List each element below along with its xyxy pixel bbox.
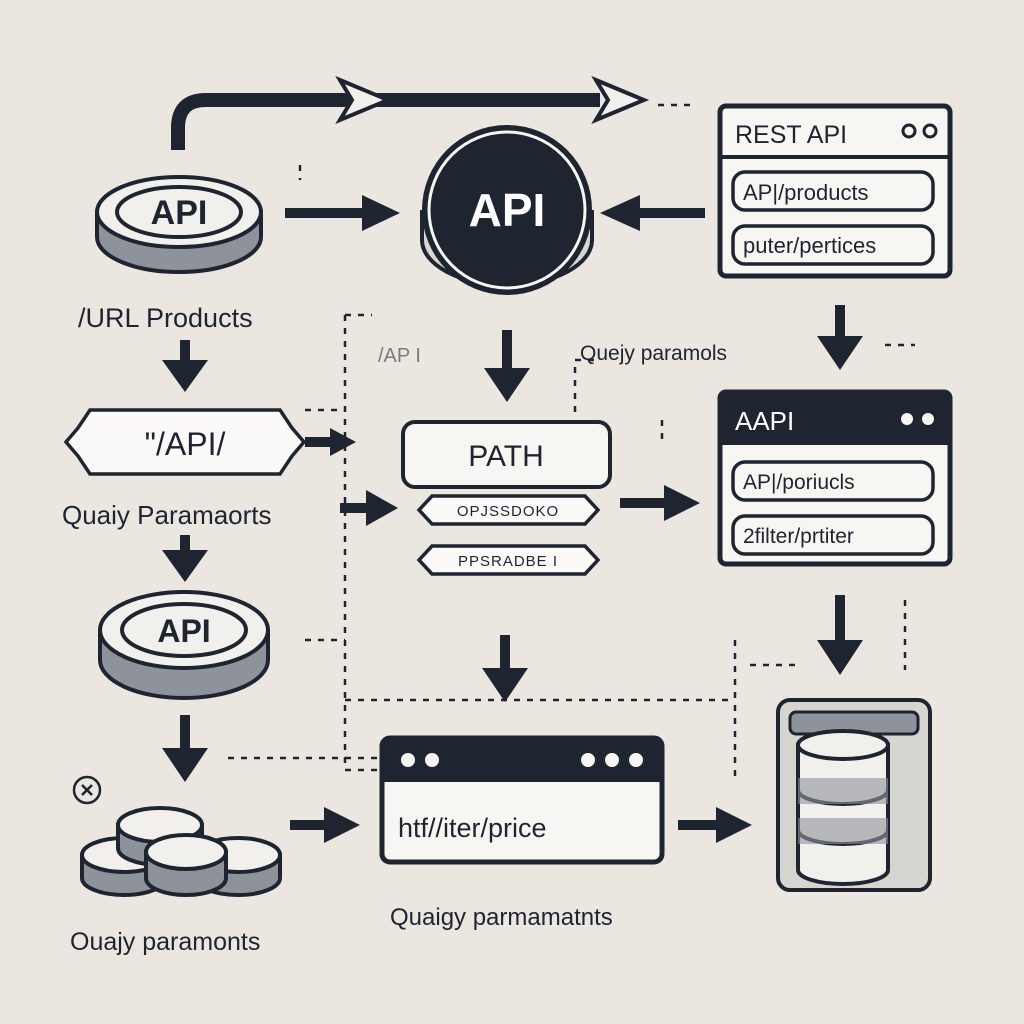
aapi-field-2: 2filter/prtiter (743, 525, 854, 548)
database-icon (776, 698, 932, 892)
rest-api-window: REST API AP|/products puter/pertices (717, 103, 953, 279)
path-sub-pill-2: PPSRADBE I (416, 544, 601, 576)
dashed-connectors (228, 103, 915, 780)
window-control-dot[interactable] (605, 753, 619, 767)
faded-api-label: /AP I (378, 345, 421, 367)
arrow-stack-to-browser (290, 807, 360, 843)
aapi-field-1: AP|/poriucls (743, 471, 855, 494)
path-sub-label-2: PPSRADBE I (458, 553, 558, 570)
api-coin-top: API (95, 175, 263, 274)
arrow-pill-right (305, 428, 356, 456)
browser-window: htf//iter/price (379, 735, 665, 865)
api-path-pill: "/API/ (63, 408, 307, 476)
arrow-api-to-path (484, 330, 530, 402)
api-coin-middle-label: API (157, 613, 210, 649)
arrow-url-down (162, 340, 208, 392)
arrow-browser-to-db (678, 807, 752, 843)
arrow-center-down (482, 635, 528, 702)
arrow-query-down (162, 535, 208, 582)
arrow-rest-to-api (600, 195, 705, 231)
top-curved-arrow (171, 75, 650, 150)
rest-field-1: AP|/products (743, 180, 869, 205)
coin-stack-icon (80, 806, 282, 897)
api-node: API (420, 125, 594, 295)
query-params-label-1: Quaiy Paramaorts (62, 500, 272, 530)
arrow-to-path-sub (340, 490, 398, 526)
window-control-dot[interactable] (629, 753, 643, 767)
window-control-dot[interactable] (425, 753, 439, 767)
aapi-window-title: AAPI (735, 406, 794, 436)
api-coin-middle: API (98, 590, 270, 700)
arrow-path-to-aapi (620, 485, 700, 521)
path-box-label: PATH (468, 440, 544, 473)
api-coin-label: API (151, 194, 208, 232)
browser-caption: Quaigy parmamatnts (390, 904, 613, 931)
rest-field-2: puter/pertices (743, 233, 876, 258)
path-sub-pill-1: OPJSSDOKO (416, 494, 601, 526)
path-sub-label-1: OPJSSDOKO (457, 503, 559, 520)
url-products-label: /URL Products (78, 303, 253, 333)
browser-url: htf//iter/price (398, 813, 547, 843)
path-box: PATH (401, 420, 612, 489)
window-control-dot[interactable] (401, 753, 415, 767)
arrow-coin-to-api (285, 195, 400, 231)
x-circle-icon[interactable] (72, 775, 102, 805)
rest-window-title: REST API (735, 121, 847, 149)
api-node-label: API (469, 184, 546, 236)
window-control-dot[interactable] (581, 753, 595, 767)
arrow-coin-down (162, 715, 208, 782)
aapi-window: AAPI AP|/poriucls 2filter/prtiter (717, 389, 953, 567)
api-path-pill-label: "/API/ (145, 426, 226, 462)
query-params-label-2: Ouajy paramonts (70, 928, 260, 956)
query-params-label-right: Quejy paramols (580, 342, 727, 365)
arrow-aapi-down (817, 595, 863, 675)
arrow-rest-down (817, 305, 863, 370)
